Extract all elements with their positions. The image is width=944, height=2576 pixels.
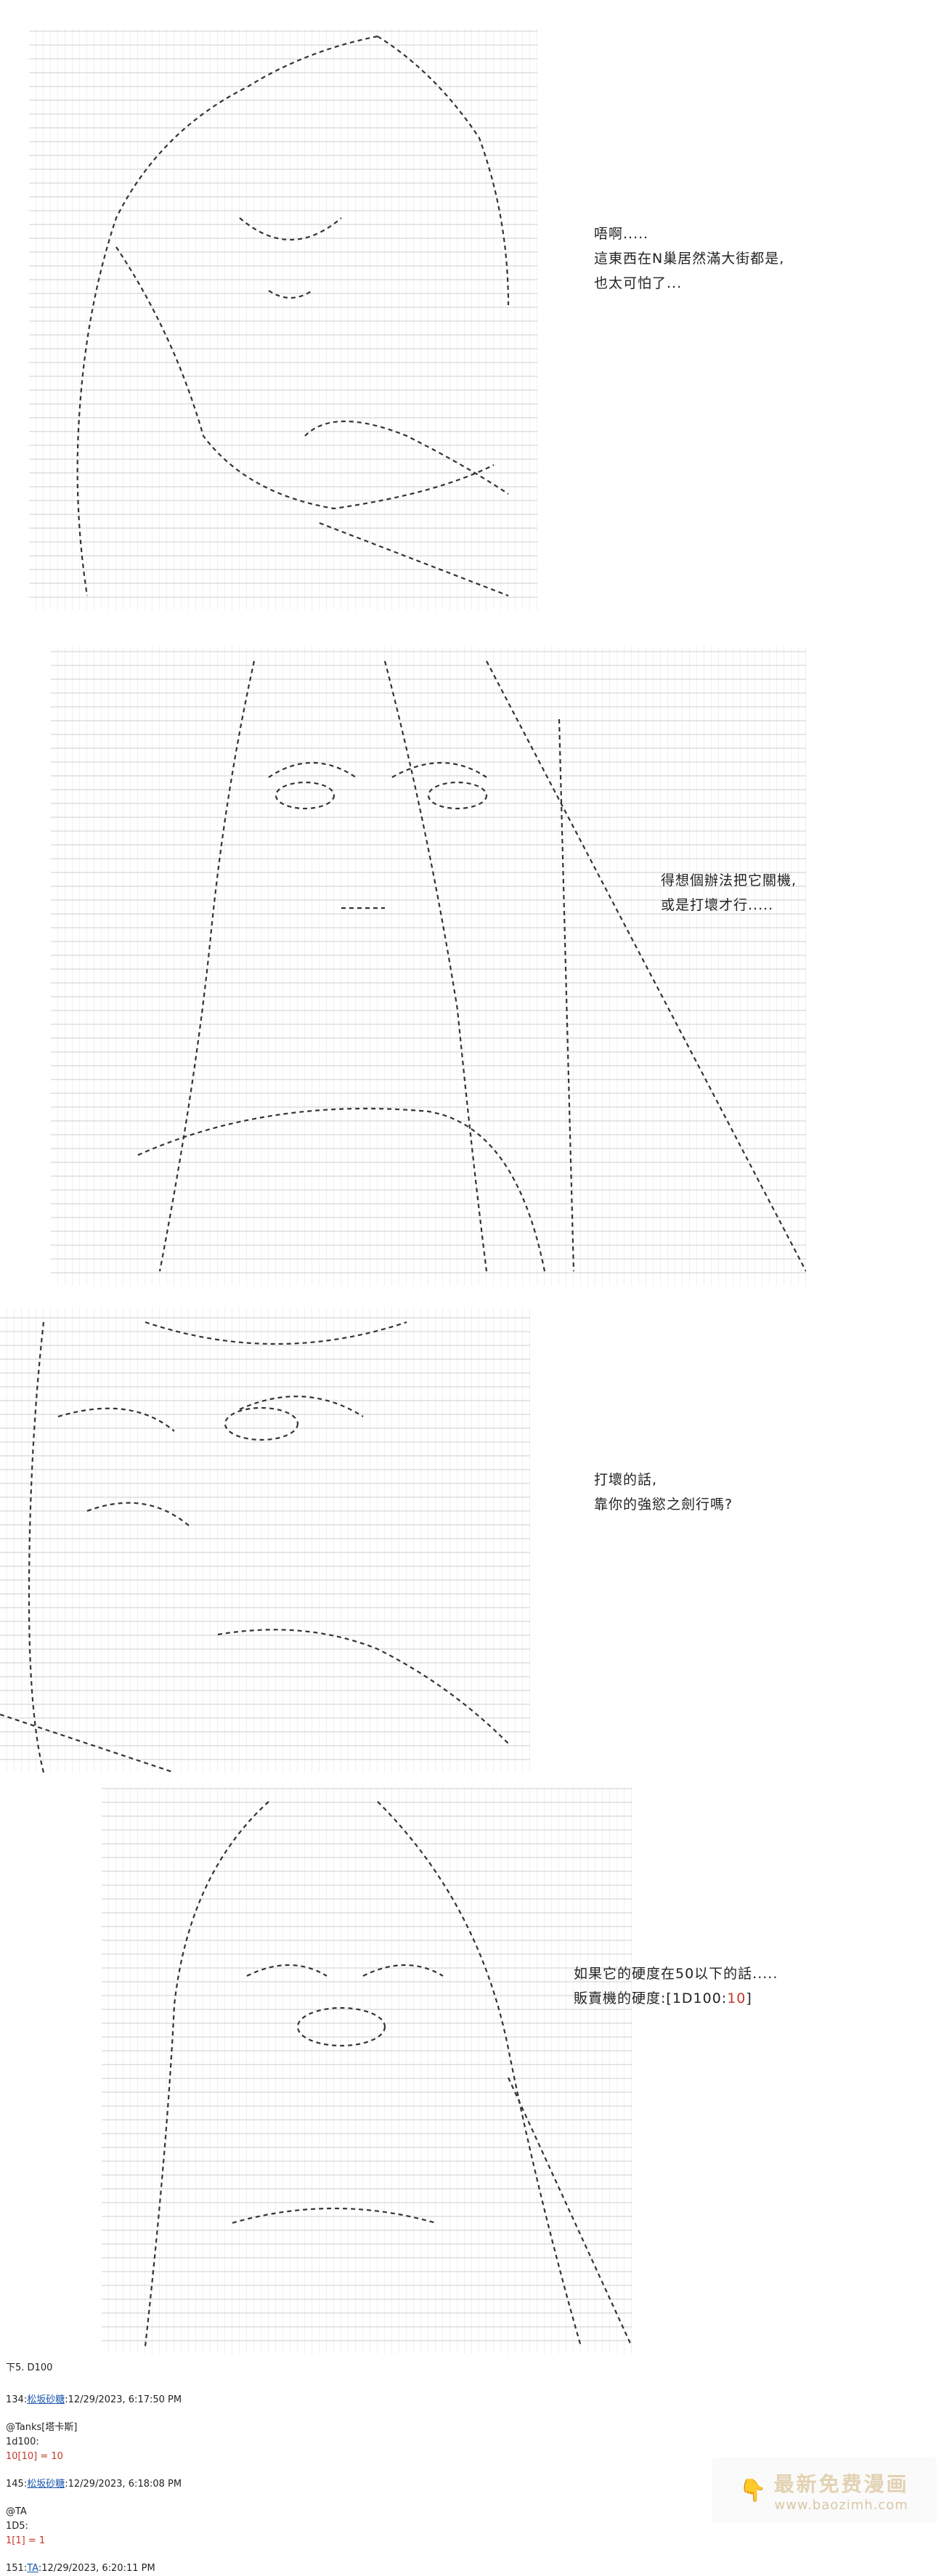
dialog-panel-2: 得想個辦法把它關機, 或是打壞才行.....	[661, 868, 797, 918]
panel-3: 打壞的話, 靠你的強慾之劍行嗎?	[0, 1300, 944, 1780]
panel-1: 唔啊..... 這東西在N巢居然滿大街都是, 也太可怕了...	[0, 0, 944, 617]
watermark-url: www.baozimh.com	[774, 2497, 908, 2513]
log-tag-ta: @TA	[6, 2506, 27, 2517]
ascii-art-girl-4	[102, 1787, 632, 2354]
dialog-line: 靠你的強慾之劍行嗎?	[594, 1496, 733, 1512]
dialog-line: 也太可怕了...	[594, 275, 683, 291]
dialog-line: 或是打壞才行.....	[661, 897, 774, 913]
roll-suffix: ]	[746, 1990, 752, 2006]
post-time: :12/29/2023, 6:20:11 PM	[38, 2563, 155, 2574]
poster-name-link[interactable]: 松坂砂糖	[27, 2479, 65, 2490]
log-roll-result-2: 1[1] = 1	[6, 2535, 46, 2546]
dialog-line: 得想個辦法把它關機,	[661, 872, 797, 888]
post-time: :12/29/2023, 6:17:50 PM	[65, 2394, 182, 2405]
roll-value: 10	[727, 1990, 746, 2006]
log-post-2: 145:松坂砂糖:12/29/2023, 6:18:08 PM	[6, 2477, 182, 2492]
dialog-line: 唔啊.....	[594, 226, 649, 242]
dialog-line: 打壞的話,	[594, 1472, 658, 1488]
post-number: 151:	[6, 2563, 28, 2574]
roll-log: 下5. D100 134:松坂砂糖:12/29/2023, 6:17:50 PM…	[6, 2361, 182, 2576]
post-time: :12/29/2023, 6:18:08 PM	[65, 2479, 182, 2490]
ascii-art-girl-2	[51, 647, 806, 1286]
pointing-hand-icon: 👇	[739, 2477, 767, 2503]
log-post-3: 151:TA:12/29/2023, 6:20:11 PM	[6, 2561, 182, 2576]
log-header: 下5. D100	[6, 2362, 53, 2373]
ascii-art-girl-3	[0, 1308, 530, 1773]
panel-2: 得想個辦法把它關機, 或是打壞才行.....	[0, 639, 944, 1293]
dialog-panel-3: 打壞的話, 靠你的強慾之劍行嗎?	[594, 1467, 733, 1517]
roll-prefix: 販賣機的硬度:[1D100:	[574, 1990, 728, 2006]
log-roll-label-2: 1D5:	[6, 2521, 28, 2532]
post-number: 134:	[6, 2394, 28, 2405]
dialog-panel-4: 如果它的硬度在50以下的話..... 販賣機的硬度:[1D100:10]	[574, 1961, 778, 2011]
poster-name-link[interactable]: 松坂砂糖	[27, 2394, 65, 2405]
dialog-line: 如果它的硬度在50以下的話.....	[574, 1966, 778, 1982]
dialog-panel-1: 唔啊..... 這東西在N巢居然滿大街都是, 也太可怕了...	[594, 222, 784, 296]
post-number: 145:	[6, 2479, 28, 2490]
log-tag: @Tanks[塔卡斯]	[6, 2422, 78, 2433]
log-roll-result: 10[10] = 10	[6, 2451, 63, 2462]
ascii-art-girl-1	[29, 29, 537, 610]
site-watermark: 👇 最新免费漫画 www.baozimh.com	[712, 2458, 937, 2523]
log-post-1: 134:松坂砂糖:12/29/2023, 6:17:50 PM	[6, 2393, 182, 2407]
watermark-text: 最新免费漫画 www.baozimh.com	[774, 2468, 909, 2513]
dialog-line-roll: 販賣機的硬度:[1D100:10]	[574, 1986, 778, 2011]
watermark-title: 最新免费漫画	[773, 2471, 909, 2496]
log-roll-label: 1d100:	[6, 2437, 39, 2447]
dialog-line: 這東西在N巢居然滿大街都是,	[594, 251, 785, 267]
panel-4: 如果它的硬度在50以下的話..... 販賣機的硬度:[1D100:10]	[0, 1780, 944, 2361]
poster-name-link[interactable]: TA	[27, 2563, 38, 2574]
